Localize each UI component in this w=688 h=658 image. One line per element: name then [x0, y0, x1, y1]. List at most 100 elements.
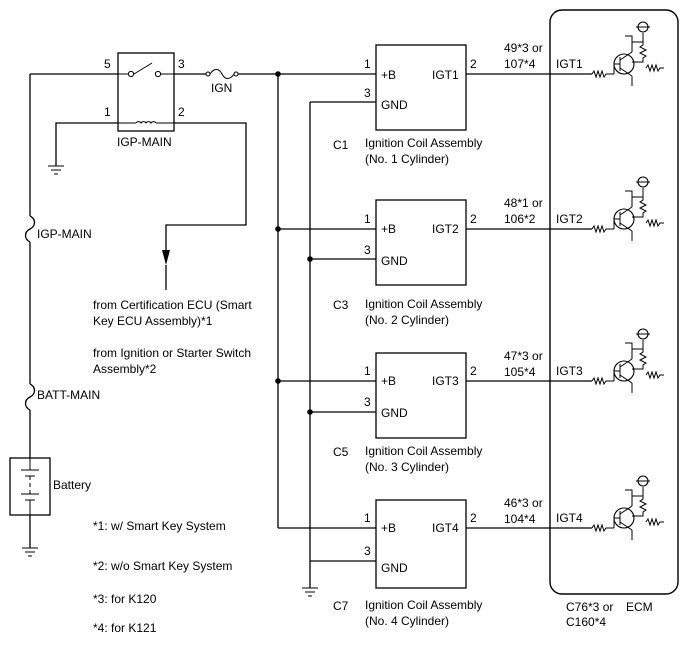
coil-2-connector: C3 [333, 298, 349, 312]
battery-label: Battery [53, 478, 91, 492]
coil-2-box [375, 199, 467, 286]
coil-1-label-b: +B [381, 68, 396, 82]
ignition-coil-4: 1 3 2 +B GND IGT4 C7 Ignition Coil Assem… [278, 496, 592, 628]
coil-1-connector: C1 [333, 138, 349, 152]
igp-main-relay-box [117, 52, 175, 132]
ecm-signal-igt1: IGT1 [556, 57, 583, 71]
coil-3-label-igt: IGT3 [432, 374, 459, 388]
coil-3-name-line2: (No. 3 Cylinder) [365, 460, 449, 474]
igp-main-fuse-icon [24, 215, 36, 243]
coil-2-label-b: +B [381, 222, 396, 236]
ecm-driver-igt4 [591, 475, 664, 540]
ecm-driver-igt2 [591, 176, 664, 241]
source-note-line4: Assembly*2 [93, 362, 157, 376]
coil-2-pin-gnd: 3 [364, 243, 371, 257]
coil-2-label-igt: IGT2 [432, 222, 459, 236]
relay-pin-2: 2 [178, 105, 185, 119]
ignition-coil-1: 1 3 2 +B GND IGT1 C1 Ignition Coil Assem… [333, 41, 592, 166]
coil-4-label-b: +B [381, 521, 396, 535]
coil-1-label-gnd: GND [381, 98, 408, 112]
coil-1-box [375, 44, 467, 131]
relay-switch-icon [118, 62, 174, 78]
batt-main-fuse-label: BATT-MAIN [37, 388, 100, 402]
coil-4-pin-gnd: 3 [364, 544, 371, 558]
signal-arrow-icon [162, 250, 170, 265]
coil-4-connector: C7 [333, 599, 349, 613]
source-note-line3: from Ignition or Starter Switch [93, 346, 251, 360]
ecm-signal-igt3: IGT3 [556, 364, 583, 378]
coil-3-ecm-pin-line2: 105*4 [504, 365, 536, 379]
footnote-4: *4: for K121 [93, 621, 157, 635]
coil-3-ecm-pin-line1: 47*3 or [504, 349, 543, 363]
footnote-3: *3: for K120 [93, 592, 157, 606]
coil-1-pin-gnd: 3 [364, 86, 371, 100]
coil-1-name-line1: Ignition Coil Assembly [365, 136, 482, 150]
ecm-driver-igt1 [591, 21, 664, 86]
ecm-box [549, 9, 679, 595]
coil-4-name-line1: Ignition Coil Assembly [365, 598, 482, 612]
coil-2-name-line1: Ignition Coil Assembly [365, 297, 482, 311]
coil-4-ecm-pin-line1: 46*3 or [504, 496, 543, 510]
coil-3-connector: C5 [333, 445, 349, 459]
coil-4-label-igt: IGT4 [432, 521, 459, 535]
ecm-connector-line2: C160*4 [566, 615, 606, 629]
source-note-line1: from Certification ECU (Smart [93, 298, 252, 312]
coil-2-pin-b: 1 [364, 212, 371, 226]
coil-bus-section [275, 71, 376, 597]
coil-3-label-b: +B [381, 374, 396, 388]
ecm-signal-igt2: IGT2 [556, 212, 583, 226]
relay-pin-1: 1 [104, 105, 111, 119]
coil-2-ecm-pin-line1: 48*1 or [504, 196, 543, 210]
relay-pin-3: 3 [178, 57, 185, 71]
coil-3-box [375, 352, 467, 439]
coil-4-pin-igt: 2 [470, 511, 477, 525]
relay-coil-control-wire [165, 122, 247, 258]
coil-1-label-igt: IGT1 [432, 68, 459, 82]
relay-coil-icon [118, 121, 174, 124]
coil-2-label-gnd: GND [381, 254, 408, 268]
footnote-2: *2: w/o Smart Key System [93, 559, 232, 573]
coil-3-pin-gnd: 3 [364, 395, 371, 409]
coil-3-pin-b: 1 [364, 364, 371, 378]
batt-main-fuse-icon [24, 383, 36, 411]
power-supply-section: IGP-MAIN BATT-MAIN Battery 5 3 1 2 [9, 52, 376, 557]
junction-dot [275, 71, 281, 77]
ignition-coil-3: 1 3 2 +B GND IGT3 C5 Ignition Coil Assem… [278, 349, 592, 474]
ecm-signal-igt4: IGT4 [556, 511, 583, 525]
ign-fuse-icon [205, 69, 239, 79]
coil-4-pin-b: 1 [364, 511, 371, 525]
ign-fuse-label: IGN [211, 81, 232, 95]
battery-icon [21, 458, 39, 515]
relay-name-label: IGP-MAIN [117, 135, 172, 149]
relay-coil-ground-wire [55, 122, 118, 166]
relay-ground-icon [48, 165, 64, 175]
coil-1-pin-b: 1 [364, 57, 371, 71]
coil-1-name-line2: (No. 1 Cylinder) [365, 152, 449, 166]
ground-icon [22, 547, 38, 557]
footnote-1: *1: w/ Smart Key System [93, 519, 226, 533]
coil-4-label-gnd: GND [381, 561, 408, 575]
coil-3-label-gnd: GND [381, 406, 408, 420]
coil-1-pin-igt: 2 [470, 57, 477, 71]
coil-3-pin-igt: 2 [470, 364, 477, 378]
coil-3-name-line1: Ignition Coil Assembly [365, 444, 482, 458]
ecm-name-label: ECM [626, 600, 653, 614]
igp-main-fuse-label: IGP-MAIN [37, 227, 92, 241]
coil-2-name-line2: (No. 2 Cylinder) [365, 313, 449, 327]
source-note-line2: Key ECU Assembly)*1 [93, 314, 213, 328]
footnotes: *1: w/ Smart Key System *2: w/o Smart Ke… [93, 519, 232, 635]
coil-4-name-line2: (No. 4 Cylinder) [365, 614, 449, 628]
coil-2-ecm-pin-line2: 106*2 [504, 212, 536, 226]
coil-ground-icon [302, 587, 318, 597]
ecm-driver-igt3 [591, 328, 664, 393]
relay-pin-5: 5 [104, 57, 111, 71]
coil-2-pin-igt: 2 [470, 212, 477, 226]
coil-4-ecm-pin-line2: 104*4 [504, 512, 536, 526]
ecm-section: IGT1 IGT2 IGT3 IGT4 [549, 9, 679, 629]
coil-1-ecm-pin-line2: 107*4 [504, 57, 536, 71]
coil-4-box [375, 499, 467, 589]
coil-1-ecm-pin-line1: 49*3 or [504, 41, 543, 55]
ecm-connector-line1: C76*3 or [566, 600, 613, 614]
ignition-coil-2: 1 3 2 +B GND IGT2 C3 Ignition Coil Assem… [278, 196, 592, 327]
